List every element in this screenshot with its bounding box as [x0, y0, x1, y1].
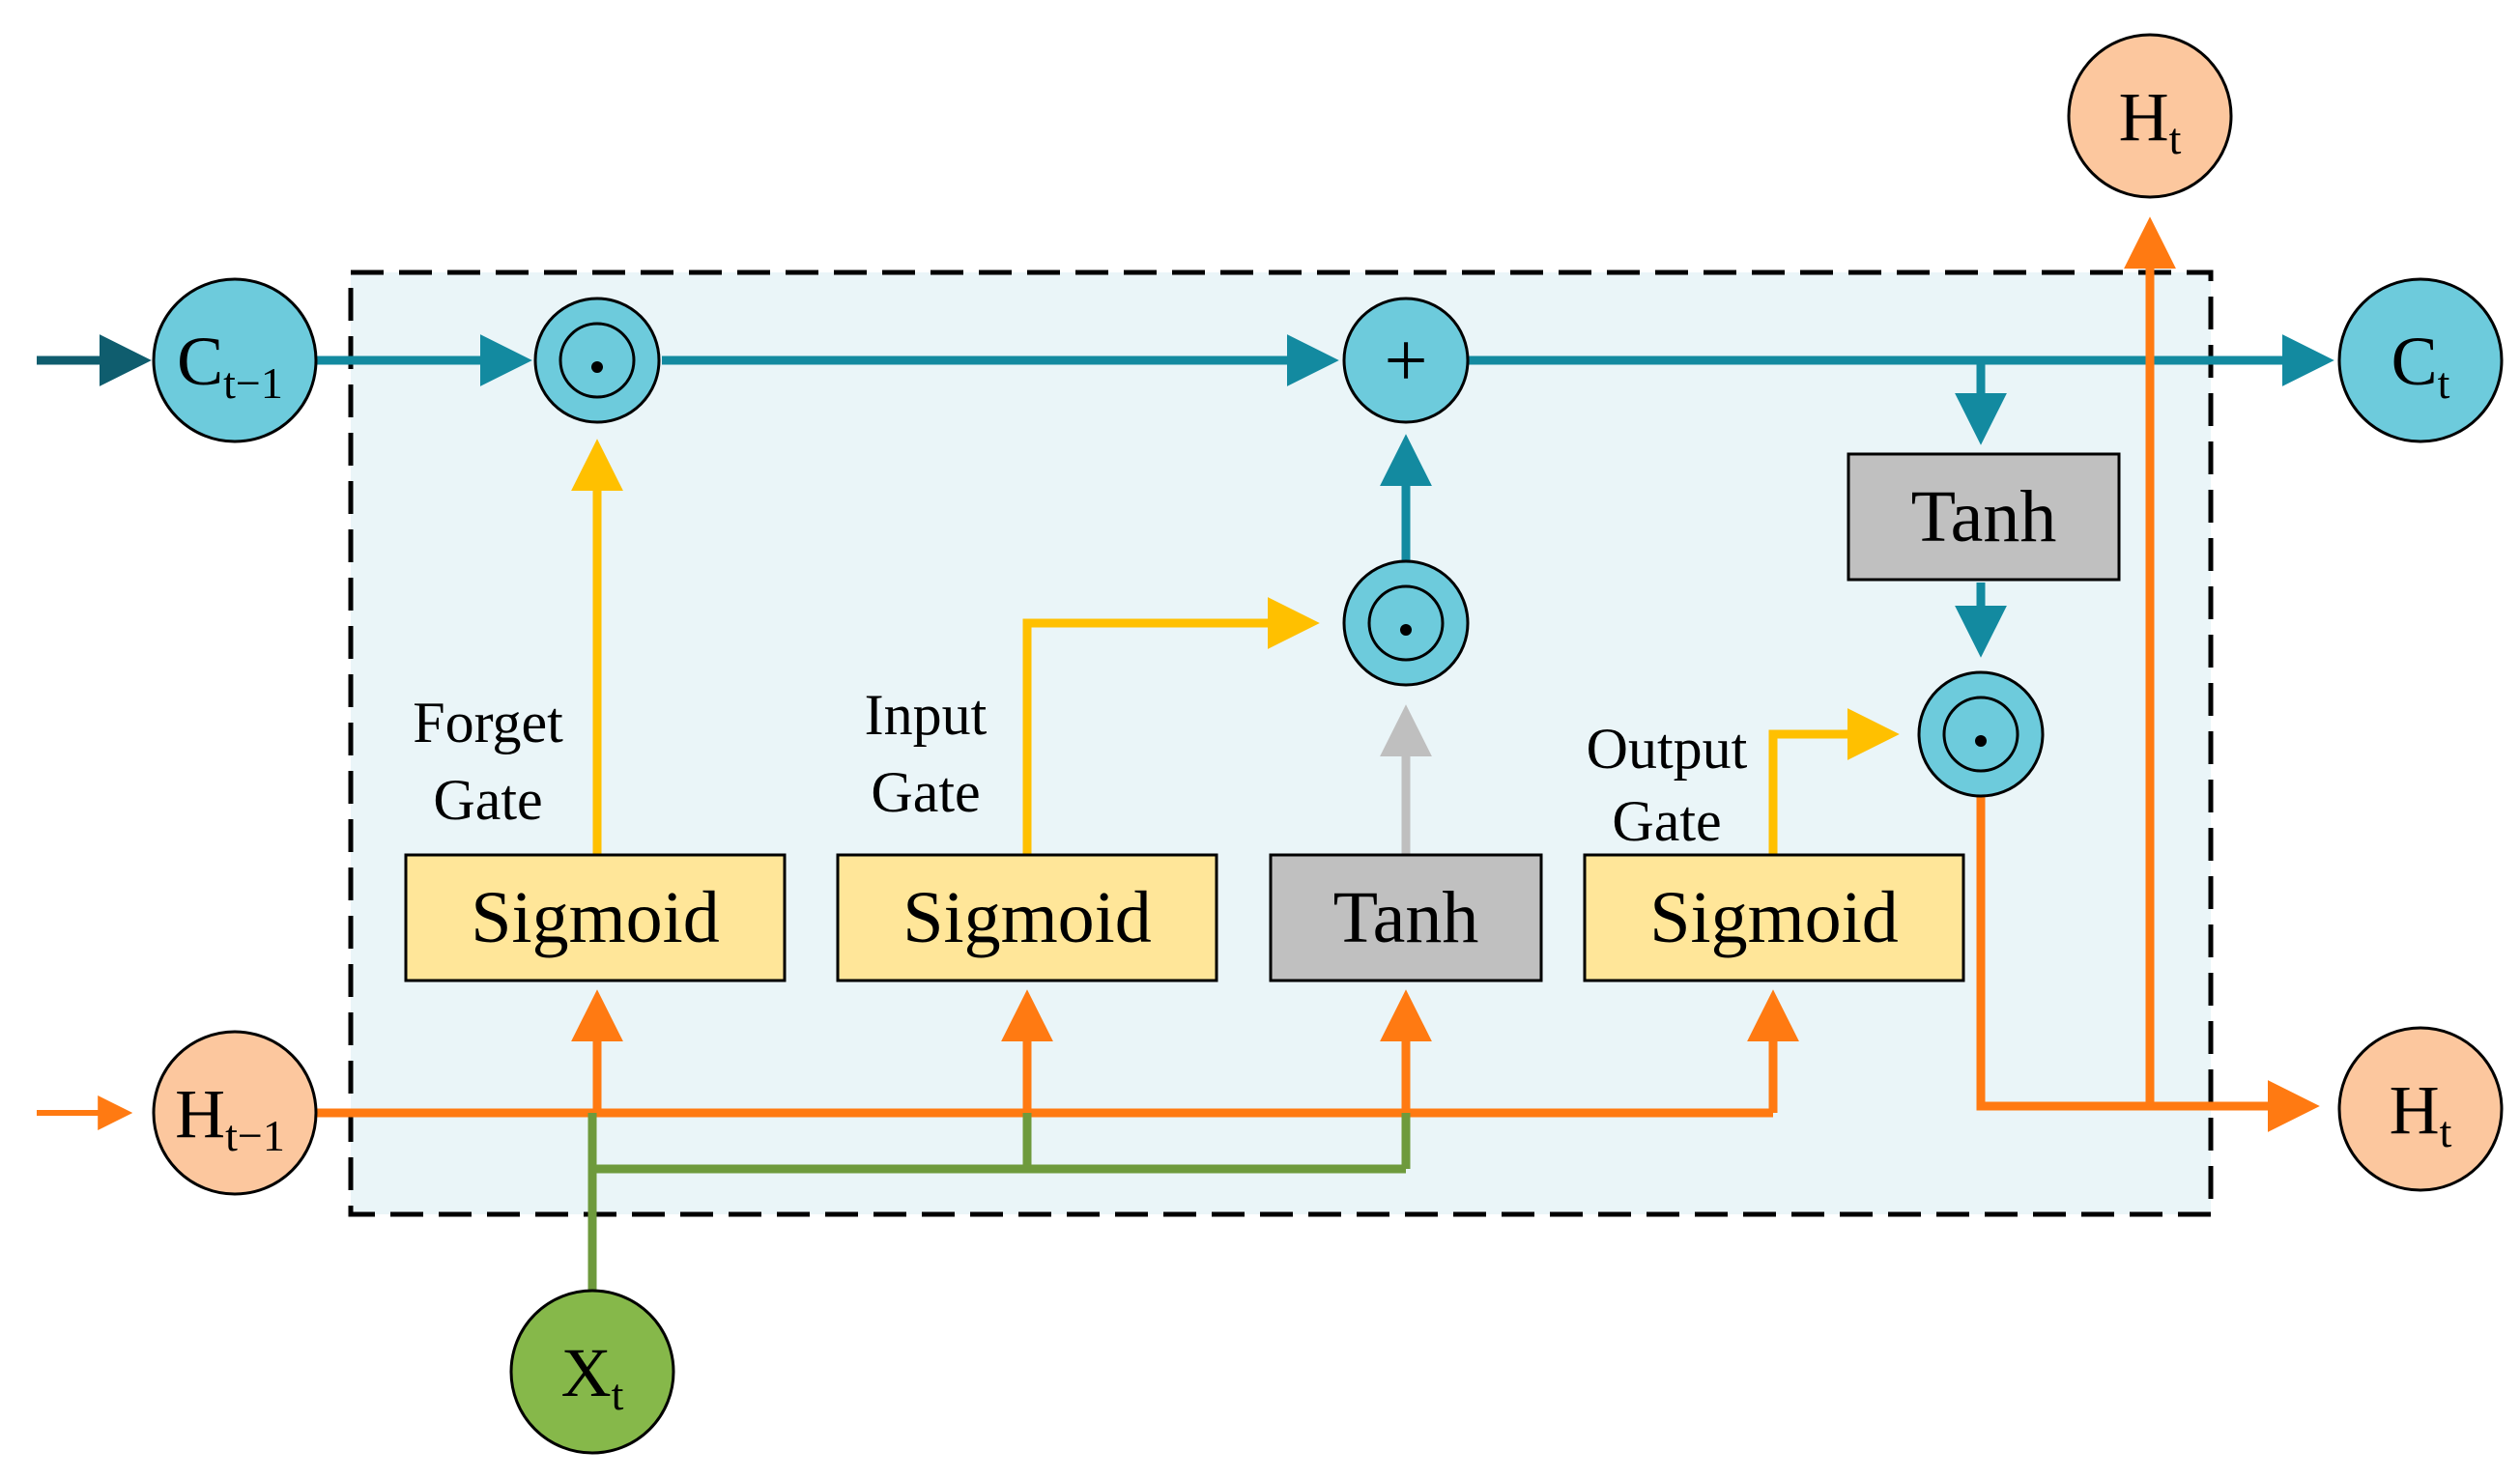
node-c-t-main: C: [2391, 323, 2438, 400]
node-h-t-right-main: H: [2390, 1071, 2440, 1149]
output-gate-line1: Output: [1587, 717, 1748, 781]
candidate-tanh-label: Tanh: [1333, 877, 1479, 958]
node-x-t-sub: t: [612, 1370, 624, 1419]
lstm-cell-boundary: [348, 270, 2214, 1217]
node-h-t-top: Ht: [2067, 33, 2233, 199]
input-gate-line2: Gate: [871, 760, 980, 824]
forget-gate-line1: Forget: [413, 691, 563, 754]
forget-multiply-operator: [533, 297, 661, 424]
output-gate-to-mult: [1768, 708, 1900, 855]
input-sigmoid-label: Sigmoid: [902, 877, 1152, 958]
node-h-t-top-main: H: [2119, 78, 2169, 156]
cell-tanh-box: Tanh: [1847, 452, 2121, 582]
node-x-t-main: X: [561, 1334, 612, 1411]
output-gate-line2: Gate: [1612, 789, 1721, 853]
node-h-t-right: Ht: [2337, 1026, 2504, 1192]
node-h-prev: Ht−1: [152, 1030, 318, 1196]
forget-gate-line2: Gate: [433, 768, 542, 832]
forget-sigmoid-label: Sigmoid: [471, 877, 720, 958]
output-sigmoid-box: Sigmoid: [1583, 853, 1965, 982]
svg-text:Ct: Ct: [2391, 323, 2450, 408]
node-h-prev-sub: t−1: [225, 1111, 285, 1160]
output-gate-label: Output Gate: [1587, 717, 1748, 853]
node-c-prev-sub: t−1: [223, 358, 283, 408]
node-c-prev: Ct−1: [152, 277, 318, 443]
node-x-t: Xt: [509, 1289, 675, 1455]
node-h-t-top-sub: t: [2169, 114, 2182, 163]
output-sigmoid-label: Sigmoid: [1649, 877, 1899, 958]
cell-tanh-label: Tanh: [1911, 476, 2057, 557]
input-sigmoid-box: Sigmoid: [836, 853, 1218, 982]
add-operator-symbol: +: [1384, 319, 1427, 404]
node-h-t-right-sub: t: [2440, 1107, 2452, 1156]
node-c-prev-main: C: [177, 323, 223, 400]
input-gate-label: Input Gate: [865, 683, 988, 824]
input-multiply-operator: [1342, 559, 1470, 687]
forget-sigmoid-box: Sigmoid: [404, 853, 787, 982]
input-gate-line1: Input: [865, 683, 988, 747]
add-operator: +: [1342, 297, 1470, 424]
candidate-tanh-box: Tanh: [1269, 853, 1543, 982]
svg-text:Xt: Xt: [561, 1334, 624, 1419]
node-c-t-sub: t: [2438, 358, 2450, 408]
svg-text:Ct−1: Ct−1: [177, 323, 283, 408]
output-mult-to-h-t: [1976, 797, 2320, 1132]
node-c-t: Ct: [2337, 277, 2504, 443]
forget-gate-label: Forget Gate: [413, 691, 563, 832]
svg-text:Ht: Ht: [2119, 78, 2182, 163]
svg-text:Ht: Ht: [2390, 1071, 2452, 1156]
input-gate-to-mult: [1022, 597, 1320, 855]
node-h-prev-main: H: [175, 1075, 225, 1152]
svg-text:Ht−1: Ht−1: [175, 1075, 285, 1160]
output-multiply-operator: [1917, 670, 2045, 798]
